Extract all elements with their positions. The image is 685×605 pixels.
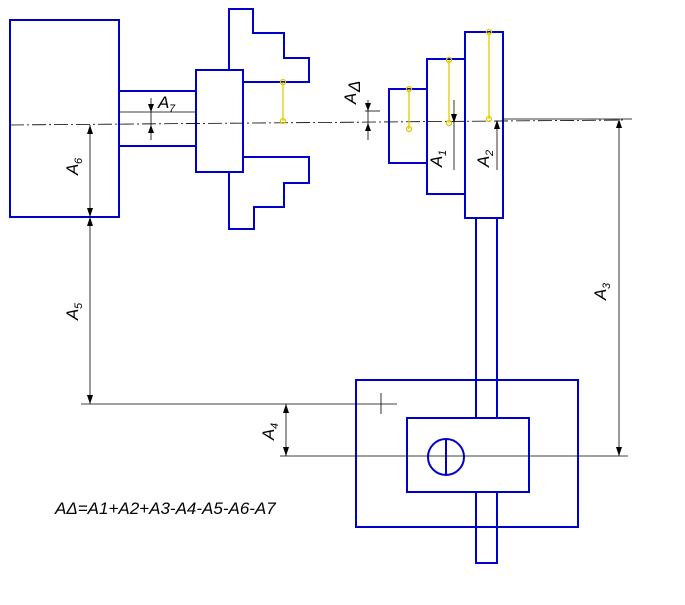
A7-arrows	[148, 104, 154, 133]
svg-text:Δ: Δ	[345, 81, 364, 93]
dimension-labels: A 6 A 5 A 4 A 3 A 1 A 2 A Δ A 7	[63, 81, 613, 441]
A5-label: A 5	[63, 302, 85, 321]
dimension-lines	[87, 98, 622, 456]
column	[475, 218, 498, 418]
left-housing-block	[9, 19, 120, 218]
machine-parts	[9, 8, 579, 564]
svg-text:2: 2	[484, 150, 496, 157]
A6-label: A 6	[63, 157, 85, 176]
svg-text:A: A	[341, 93, 360, 105]
svg-text:A: A	[63, 164, 82, 176]
svg-text:A: A	[427, 156, 446, 168]
A3-label: A 3	[591, 282, 613, 301]
svg-text:A: A	[157, 93, 169, 112]
carriage	[406, 417, 530, 493]
tool-block-step-1	[388, 88, 427, 164]
svg-text:A: A	[474, 156, 493, 168]
A2-arrow	[494, 120, 500, 129]
lower-chuck-jaw	[228, 156, 310, 230]
svg-text:A: A	[63, 309, 82, 321]
base-plate	[355, 379, 579, 528]
svg-text:A: A	[591, 289, 610, 301]
svg-text:4: 4	[269, 423, 281, 429]
yellow-point-markers	[279, 28, 493, 133]
svg-text:1: 1	[437, 150, 449, 156]
lead-screw-circle	[427, 438, 465, 476]
svg-text:A: A	[259, 429, 278, 441]
svg-text:7: 7	[169, 103, 176, 115]
tool-step-1-marker-top	[405, 85, 413, 93]
tool-block-step-3	[464, 31, 504, 219]
spindle-axis-line	[9, 119, 626, 126]
A4-label: A 4	[259, 423, 281, 441]
chuck-jaw-marker-top	[279, 78, 287, 86]
chuck-body	[195, 69, 244, 173]
chuck-jaw-marker-bottom	[279, 117, 287, 125]
A1-label: A 1	[427, 150, 449, 168]
tool-block-step-2	[426, 58, 465, 195]
A2-label: A 2	[474, 150, 496, 168]
spindle-shaft	[119, 90, 196, 147]
tool-step-3-marker-top	[485, 28, 493, 36]
tool-step-3-marker-bottom	[485, 115, 493, 123]
svg-text:5: 5	[73, 302, 85, 309]
svg-text:3: 3	[601, 282, 613, 289]
svg-text:6: 6	[73, 157, 85, 164]
tool-step-2-marker-top	[445, 56, 453, 64]
upper-chuck-jaw	[228, 8, 310, 83]
A7-label: A 7	[157, 93, 176, 115]
AD-label: A Δ	[341, 81, 364, 105]
tool-step-1-marker-bottom	[405, 125, 413, 133]
axis-lines	[9, 110, 632, 457]
tool-step-2-marker-bottom	[445, 119, 453, 127]
A1-arrow	[451, 114, 457, 123]
dimension-chain-formula: AΔ=A1+A2+A3-A4-A5-A6-A7	[54, 499, 276, 518]
AD-arrows	[365, 103, 371, 131]
